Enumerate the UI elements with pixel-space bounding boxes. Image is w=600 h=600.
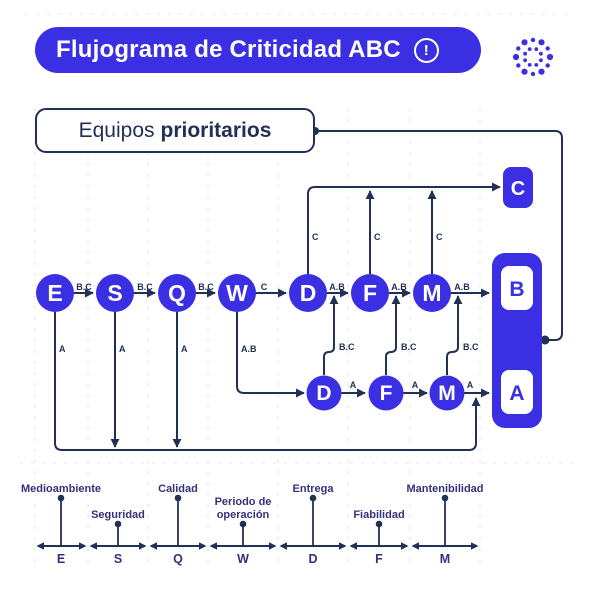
legend-letter: W <box>237 552 249 566</box>
node-circle <box>36 274 74 312</box>
legend-letter: D <box>308 552 317 566</box>
flow-nodes-bottom: D F M <box>306 375 465 411</box>
priority-word-regular: Equipos <box>78 118 155 142</box>
node-circle <box>289 274 327 312</box>
dots-logo-icon <box>512 37 554 77</box>
edge-label: A.B <box>329 282 345 292</box>
class-b-letter: B <box>509 278 524 301</box>
class-c-letter: C <box>511 178 525 200</box>
legend-label: Seguridad <box>91 509 145 521</box>
node-circle <box>368 375 404 411</box>
background-gridlines <box>20 13 580 566</box>
node-circle <box>218 274 256 312</box>
node-circle <box>158 274 196 312</box>
class-b-box <box>501 266 533 310</box>
node-letter: W <box>226 280 248 306</box>
edge-label: C <box>436 232 443 242</box>
legend-label: Calidad <box>158 483 198 495</box>
node-letter: D <box>300 280 317 306</box>
edge-label: B.C <box>137 282 153 292</box>
title-pill: Flujograma de Criticidad ABC ! <box>35 27 481 73</box>
node-letter: F <box>363 280 377 306</box>
legend-label: Medioambiente <box>21 483 101 495</box>
legend-label: Entrega <box>293 483 335 495</box>
edge-label: A <box>119 344 126 354</box>
legend-label: Periodo de <box>215 496 272 508</box>
class-a-box <box>501 370 533 414</box>
edge-labels: B.C B.C B.C C A.B A.B A.B A A A A.B C C … <box>59 232 479 390</box>
flow-nodes-top: E S Q W D F M <box>36 274 451 312</box>
edge-label: A <box>59 344 66 354</box>
node-letter: S <box>107 280 122 306</box>
legend-letter: F <box>375 552 383 566</box>
class-c-box <box>503 167 533 208</box>
node-letter: F <box>380 382 393 405</box>
node-letter: M <box>438 382 456 405</box>
page-title: Flujograma de Criticidad ABC <box>56 36 401 63</box>
edge-label: A <box>350 380 357 390</box>
legend-label: operación <box>217 509 270 521</box>
node-circle <box>306 375 342 411</box>
node-circle <box>96 274 134 312</box>
edge-label: B.C <box>198 282 214 292</box>
legend-letter: Q <box>173 552 183 566</box>
edge-label: A.B <box>454 282 470 292</box>
legend-letter: M <box>440 552 450 566</box>
legend-label: Mantenibilidad <box>407 483 484 495</box>
edge-label: C <box>374 232 381 242</box>
node-letter: M <box>422 280 441 306</box>
edge-label: B.C <box>463 342 479 352</box>
class-boxes: C B A <box>492 167 542 428</box>
node-letter: Q <box>168 280 186 306</box>
edge-label: B.C <box>76 282 92 292</box>
priority-word-bold: prioritarios <box>160 118 272 142</box>
priority-equipment-box: Equipos prioritarios <box>35 108 315 153</box>
legend-letter: E <box>57 552 65 566</box>
node-letter: E <box>47 280 62 306</box>
node-letter: D <box>316 382 331 405</box>
edge-label: C <box>261 282 268 292</box>
edge-label: A <box>467 380 474 390</box>
alert-glyph: ! <box>423 41 429 59</box>
alert-icon: ! <box>413 37 439 63</box>
edge-label: A <box>412 380 419 390</box>
flow-edges <box>54 182 501 451</box>
legend-letter: S <box>114 552 122 566</box>
node-circle <box>429 375 465 411</box>
node-circle <box>413 274 451 312</box>
edge-label: C <box>312 232 319 242</box>
edge-label: A.B <box>391 282 407 292</box>
edge-label: A <box>181 344 188 354</box>
criteria-legend: Medioambiente Seguridad Calidad Periodo … <box>21 483 484 566</box>
edge-label: A.B <box>241 344 257 354</box>
edge-label: B.C <box>339 342 355 352</box>
class-a-letter: A <box>509 382 524 405</box>
edge-label: B.C <box>401 342 417 352</box>
legend-label: Fiabilidad <box>353 509 404 521</box>
node-circle <box>351 274 389 312</box>
